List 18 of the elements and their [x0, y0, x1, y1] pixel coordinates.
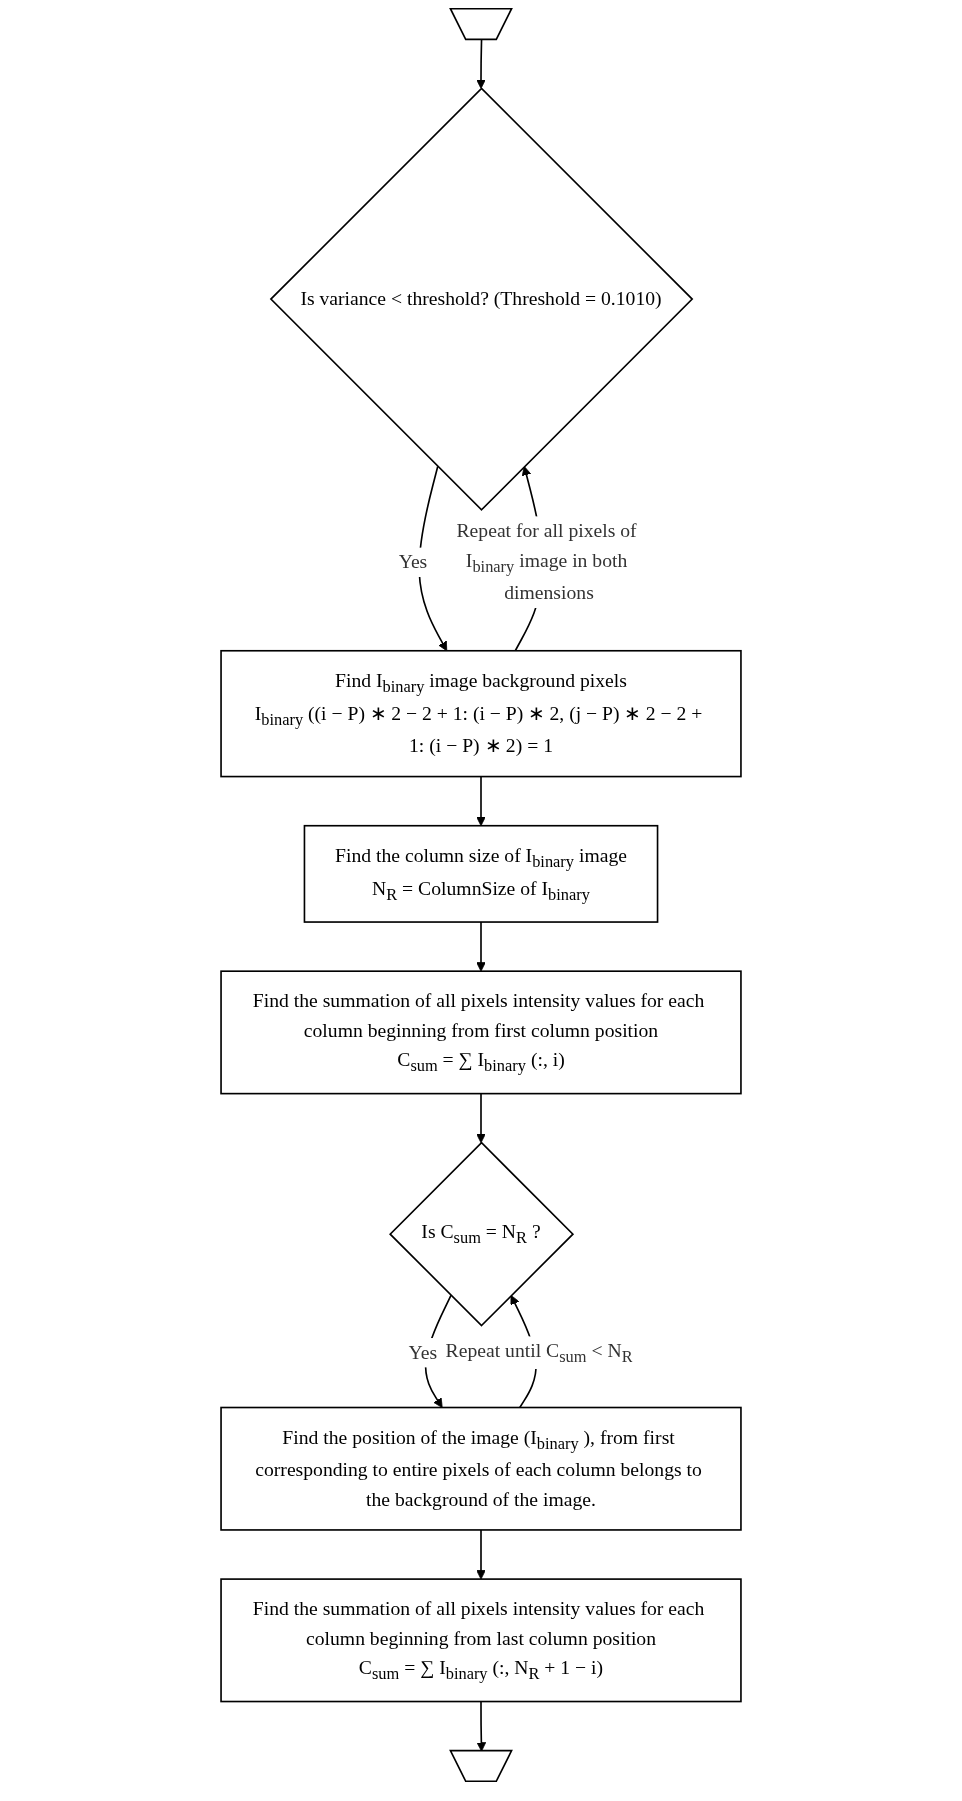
node-box: Find the column size of I$_{binary}$ image N$_{R}$ = ColumnSize of I$_{binary}$ [303, 824, 659, 923]
arrow [476, 775, 486, 827]
node-box: Find the summation of all pixels intensity values for each column beginning from last column position C$_{sum}$ = ∑ I$_{binary}$ (:, N$_{R}$ + 1 − i) [220, 1578, 742, 1703]
node-box: Find I$_{binary}$ image background pixels I$_{binary}$ ((i − P) ∗ 2 − 2 + 1: (i − P) ∗ 2, (j − P) ∗ 2 − 2 + 1: (i − P) ∗ 2) = 1 [220, 649, 742, 778]
arrow [476, 1092, 486, 1144]
node-box: Find the summation of all pixels intensity values for each column beginning from first column position C$_{sum}$ = ∑ I$_{binary}$ (:, i) [220, 970, 742, 1095]
edge-label: Yes [408, 1341, 438, 1364]
node-diamond: Is variance < threshold? (Threshold = 0.1010) [269, 87, 694, 511]
node-box: Find the position of the image (I$_{binary}$ ), from first corresponding to entire pixels of each column belongs to the background of the image. [220, 1406, 742, 1531]
edge-label: Yes [398, 550, 428, 573]
node-pentagon [449, 1749, 513, 1783]
node-pentagon [449, 7, 513, 41]
edge-label: Repeat until C$_{sum}$ < N$_{R}$ [445, 1339, 633, 1366]
arrow [476, 1529, 486, 1580]
edge-label: Repeat for all pixels of I$_{binary}$ image in both dimensions [456, 519, 637, 604]
arrow [476, 39, 486, 89]
arrow [476, 921, 486, 972]
node-diamond: Is C$_{sum}$ = N$_{R}$ ? [389, 1141, 575, 1327]
